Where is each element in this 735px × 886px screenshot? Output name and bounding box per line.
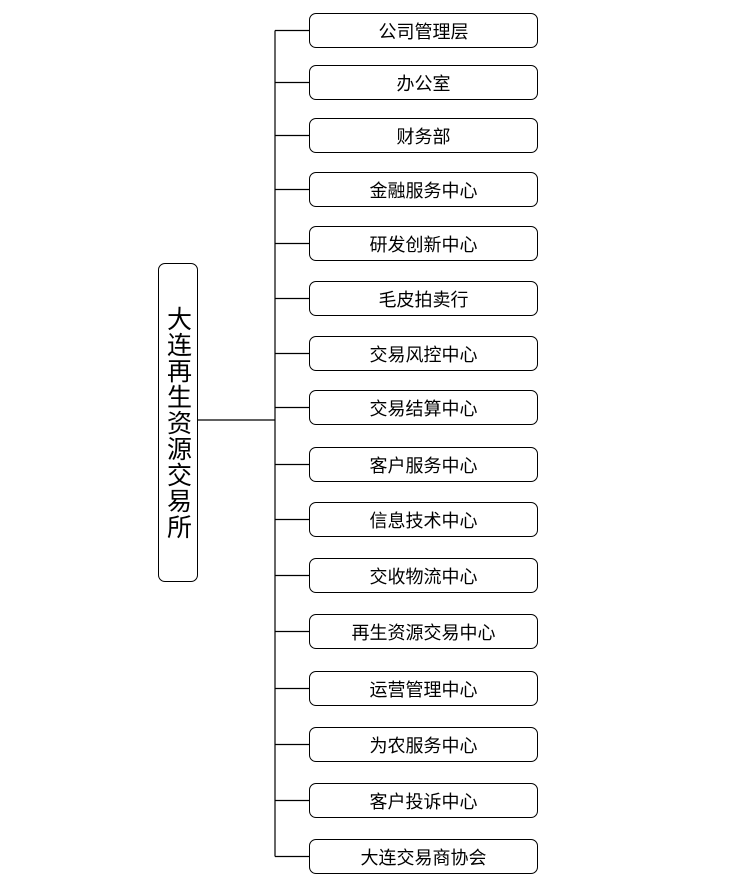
department-node: 信息技术中心 bbox=[309, 502, 538, 537]
department-label: 信息技术中心 bbox=[369, 510, 478, 532]
department-label: 运营管理中心 bbox=[369, 679, 478, 701]
department-node: 客户服务中心 bbox=[309, 447, 538, 482]
department-node: 大连交易商协会 bbox=[309, 839, 538, 874]
department-label: 财务部 bbox=[396, 126, 451, 148]
department-label: 再生资源交易中心 bbox=[351, 622, 496, 644]
department-label: 办公室 bbox=[396, 73, 451, 95]
department-node: 毛皮拍卖行 bbox=[309, 281, 538, 316]
department-node: 金融服务中心 bbox=[309, 172, 538, 207]
department-node: 交收物流中心 bbox=[309, 558, 538, 593]
department-node: 运营管理中心 bbox=[309, 671, 538, 706]
department-label: 大连交易商协会 bbox=[360, 847, 487, 869]
department-label: 为农服务中心 bbox=[369, 735, 478, 757]
department-label: 交易结算中心 bbox=[369, 398, 478, 420]
department-label: 交收物流中心 bbox=[369, 566, 478, 588]
department-label: 客户投诉中心 bbox=[369, 791, 478, 813]
department-node: 交易结算中心 bbox=[309, 390, 538, 425]
department-label: 公司管理层 bbox=[378, 21, 469, 43]
department-node: 交易风控中心 bbox=[309, 336, 538, 371]
department-node: 客户投诉中心 bbox=[309, 783, 538, 818]
department-node: 财务部 bbox=[309, 118, 538, 153]
department-label: 毛皮拍卖行 bbox=[378, 289, 469, 311]
department-label: 客户服务中心 bbox=[369, 455, 478, 477]
department-node: 为农服务中心 bbox=[309, 727, 538, 762]
root-node-label: 大连再生资源交易所 bbox=[163, 305, 193, 540]
root-node-box: 大连再生资源交易所 bbox=[158, 263, 198, 582]
department-node: 办公室 bbox=[309, 65, 538, 100]
department-node: 再生资源交易中心 bbox=[309, 614, 538, 649]
department-label: 研发创新中心 bbox=[369, 234, 478, 256]
department-label: 金融服务中心 bbox=[369, 180, 478, 202]
department-node: 公司管理层 bbox=[309, 13, 538, 48]
department-label: 交易风控中心 bbox=[369, 344, 478, 366]
department-node: 研发创新中心 bbox=[309, 226, 538, 261]
